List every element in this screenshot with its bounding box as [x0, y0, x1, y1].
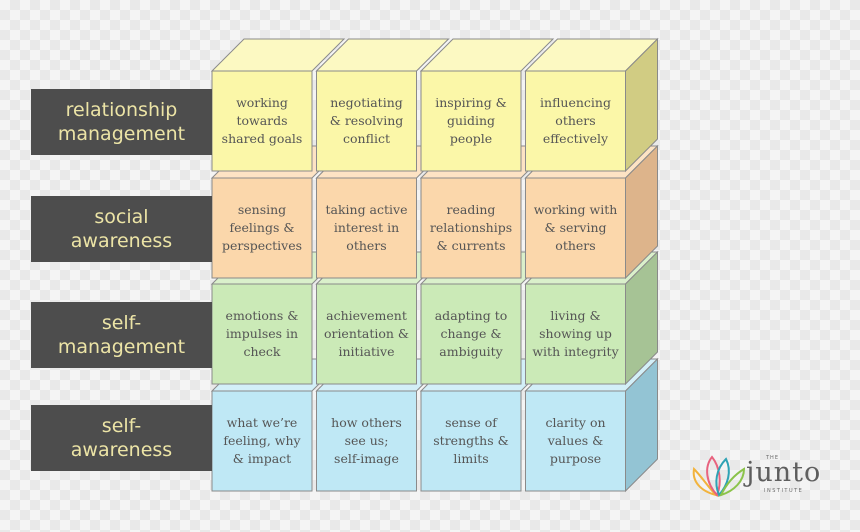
cell-text-line: shared goals [222, 131, 303, 146]
cell-text-line: clarity on [545, 415, 605, 430]
cell-text-line: towards [236, 113, 287, 128]
cube-front-face [211, 283, 313, 385]
cell-text-line: & impact [233, 451, 291, 466]
cell-text-line: adapting to [435, 308, 508, 323]
lotus-icon [692, 455, 746, 497]
logo-the-text: THE [766, 455, 779, 461]
cube-front-face [525, 70, 626, 172]
junto-institute-logo: THE junto INSTITUTE [690, 455, 840, 505]
cell-text-line: limits [453, 451, 488, 466]
cell-text-line: impulses in [226, 326, 298, 341]
cell-text-line: achievement [326, 308, 407, 323]
row-label: self-management [31, 302, 212, 368]
cell-text-line: what we’re [227, 415, 298, 430]
cube-cell: working towards shared goals [210, 38, 346, 172]
cell-text-line: & serving [545, 220, 607, 235]
cube-front-face [316, 70, 417, 172]
cell-text-line: others [346, 238, 386, 253]
cube-front-face [420, 283, 522, 385]
cube-front-face [420, 70, 522, 172]
cube-front-face [420, 177, 522, 279]
cell-text-line: reading [447, 202, 496, 217]
cell-text-line: relationships [430, 220, 512, 235]
cell-text-line: how others [331, 415, 402, 430]
cube-front-face [316, 390, 417, 492]
cell-text-line: with integrity [532, 344, 619, 359]
cell-text-line: check [243, 344, 280, 359]
cell-text-line: inspiring & [435, 95, 507, 110]
row-label-line: management [57, 336, 186, 358]
cell-text-line: working [236, 95, 288, 110]
cell-text-line: sensing [238, 202, 286, 217]
cell-text-line: guiding [447, 113, 495, 128]
logo-institute-text: INSTITUTE [764, 488, 804, 494]
cell-text-line: negotiating [330, 95, 403, 110]
cube-front-face [211, 390, 313, 492]
cell-text-line: purpose [550, 451, 601, 466]
cell-text-line: see us; [345, 433, 389, 448]
cube-front-face [211, 177, 313, 279]
row-label-line: management [57, 123, 186, 145]
cell-text-line: influencing [540, 95, 611, 110]
cube-front-face [420, 390, 522, 492]
cell-text-line: initiative [339, 344, 395, 359]
cell-text-line: sense of [445, 415, 498, 430]
cell-text-line: conflict [343, 131, 390, 146]
cell-text-line: & currents [437, 238, 506, 253]
cube-front-face [316, 177, 417, 279]
cell-text-line: interest in [334, 220, 399, 235]
cell-text-line: emotions & [226, 308, 299, 323]
row-label-line: social [94, 206, 149, 228]
cell-text-line: & resolving [330, 113, 404, 128]
cube-front-face [211, 70, 313, 172]
cell-text-line: ambiguity [439, 344, 503, 359]
row-label-line: awareness [70, 230, 173, 252]
cell-text-line: working with [534, 202, 618, 217]
cell-text-line: strengths & [433, 433, 508, 448]
cell-text-line: feeling, why [223, 433, 301, 448]
cell-text-line: people [450, 131, 492, 146]
cell-text-line: others [555, 113, 595, 128]
cell-text-line: taking active [325, 202, 407, 217]
cube-front-face [525, 177, 626, 279]
cell-text-line: perspectives [222, 238, 302, 253]
cell-text-line: self-image [334, 451, 399, 466]
logo-wordmark: junto [746, 457, 822, 488]
cube-front-face [525, 390, 626, 492]
cell-text-line: living & [550, 308, 600, 323]
cube-cell: inspiring & guiding people [419, 38, 555, 172]
cell-text-line: change & [440, 326, 501, 341]
row-label: self-awareness [31, 405, 212, 471]
cube-cell: negotiating & resolving conflict [315, 38, 450, 172]
row-label-line: self- [101, 312, 142, 334]
cell-text-line: showing up [539, 326, 612, 341]
cube-front-face [316, 283, 417, 385]
cell-text-line: feelings & [230, 220, 295, 235]
cell-text-line: orientation & [324, 326, 409, 341]
row-label-line: self- [101, 415, 142, 437]
cell-text-line: effectively [543, 131, 609, 146]
row-label-line: relationship [65, 99, 178, 121]
cube-cell: influencing others effectively [524, 37, 659, 173]
cell-text-line: others [555, 238, 595, 253]
row-label-line: awareness [70, 439, 173, 461]
cube-front-face [525, 283, 626, 385]
cell-text-line: values & [547, 433, 603, 448]
